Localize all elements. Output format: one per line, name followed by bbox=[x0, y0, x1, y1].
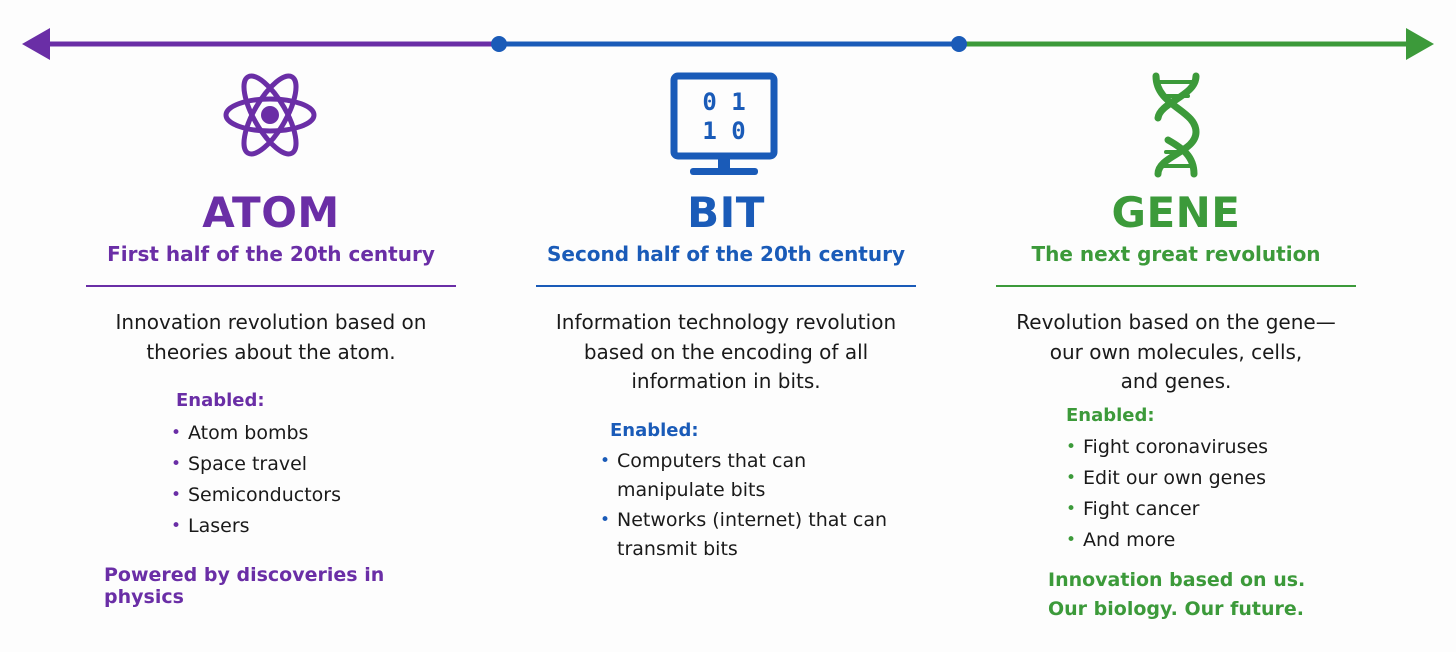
list-item-text: Edit our own genes bbox=[1083, 467, 1266, 489]
gene-enabled-list: • Fight coronaviruses • Edit our own genes… bbox=[1066, 432, 1268, 556]
bit-enabled-list: • Computers that can manipulate bits • Netw… bbox=[600, 447, 887, 563]
list-item-text: Computers that can bbox=[617, 450, 807, 472]
computer-monitor-icon: 0 1 1 0 bbox=[670, 72, 778, 175]
screen-text-line: 1 0 bbox=[702, 117, 745, 145]
list-item-text: And more bbox=[1083, 529, 1176, 551]
list-item-text: Lasers bbox=[188, 515, 250, 537]
list-item: • Networks (internet) that can transmit bi… bbox=[600, 506, 887, 563]
bullet-dot: • bbox=[1066, 468, 1077, 488]
list-item-text: Atom bombs bbox=[188, 422, 309, 444]
bit-subtitle: Second half of the 20th century bbox=[546, 242, 906, 266]
bullet-dot: • bbox=[1066, 499, 1077, 519]
list-item-text: manipulate bits bbox=[617, 478, 766, 501]
atom-description: Innovation revolution based on theories … bbox=[86, 308, 456, 367]
gene-tagline-line: Our biology. Our future. bbox=[1048, 598, 1305, 620]
list-item-text: transmit bits bbox=[617, 537, 738, 560]
list-item-text: Semiconductors bbox=[188, 484, 341, 506]
list-item: • Atom bombs bbox=[171, 418, 341, 449]
gene-divider bbox=[996, 285, 1356, 287]
bit-description: Information technology revolution based … bbox=[536, 308, 916, 397]
bit-description-line: based on the encoding of all bbox=[583, 339, 869, 364]
timeline-node-1 bbox=[491, 36, 507, 52]
list-item: • Fight coronaviruses bbox=[1066, 432, 1268, 463]
gene-title: GENE bbox=[1111, 188, 1241, 237]
bit-enabled-label: Enabled: bbox=[610, 420, 699, 441]
bit-description-line: Information technology revolution bbox=[555, 310, 897, 334]
bullet-dot: • bbox=[600, 451, 611, 471]
bullet-dot: • bbox=[1066, 530, 1077, 550]
bit-column: 0 1 1 0 BIT Second half of the 20th cent… bbox=[536, 0, 916, 652]
list-item: • And more bbox=[1066, 525, 1268, 556]
atom-title: ATOM bbox=[202, 188, 340, 237]
timeline-right-arrowhead bbox=[1406, 28, 1434, 60]
bullet-dot: • bbox=[600, 510, 611, 530]
bullet-dot: • bbox=[171, 485, 182, 505]
list-item-text: Networks (internet) that can bbox=[617, 509, 888, 531]
atom-enabled-label: Enabled: bbox=[176, 390, 265, 411]
list-item: • Computers that can manipulate bits bbox=[600, 447, 887, 504]
gene-description-line: our own molecules, cells, bbox=[1049, 339, 1303, 364]
list-item: • Semiconductors bbox=[171, 480, 341, 511]
atom-tagline: Powered by discoveries in physics bbox=[104, 564, 456, 608]
list-item: • Fight cancer bbox=[1066, 494, 1268, 525]
gene-description: Revolution based on the gene— our own mo… bbox=[996, 308, 1356, 397]
atom-description-line: theories about the atom. bbox=[146, 339, 396, 364]
gene-column: GENE The next great revolution Revolutio… bbox=[996, 0, 1356, 652]
gene-description-line: and genes. bbox=[1120, 369, 1232, 393]
atom-description-line: Innovation revolution based on bbox=[115, 310, 427, 334]
gene-enabled-label: Enabled: bbox=[1066, 405, 1155, 426]
list-item-text: Fight cancer bbox=[1083, 498, 1200, 520]
bit-title: BIT bbox=[687, 188, 765, 237]
timeline-node-2 bbox=[951, 36, 967, 52]
list-item-text: Fight coronaviruses bbox=[1083, 436, 1269, 458]
timeline-arrow bbox=[22, 28, 1434, 60]
list-item: • Space travel bbox=[171, 449, 341, 480]
gene-description-line: Revolution based on the gene— bbox=[1016, 310, 1336, 334]
gene-subtitle: The next great revolution bbox=[1031, 242, 1321, 266]
dna-helix-icon bbox=[1152, 72, 1200, 178]
gene-tagline-line: Innovation based on us. bbox=[1048, 569, 1306, 591]
bit-description-line: information in bits. bbox=[631, 369, 821, 393]
screen-text-line: 0 1 bbox=[702, 88, 745, 116]
timeline-left-arrowhead bbox=[22, 28, 50, 60]
gene-tagline: Innovation based on us. Our biology. Our… bbox=[1048, 566, 1305, 624]
list-item-text: Space travel bbox=[188, 453, 308, 475]
bullet-dot: • bbox=[171, 516, 182, 536]
atom-icon bbox=[223, 73, 317, 157]
bullet-dot: • bbox=[1066, 437, 1077, 457]
bullet-dot: • bbox=[171, 423, 182, 443]
atom-subtitle: First half of the 20th century bbox=[107, 242, 435, 266]
bit-divider bbox=[536, 285, 916, 287]
atom-column: ATOM First half of the 20th century Inno… bbox=[86, 0, 456, 652]
atom-enabled-list: • Atom bombs • Space travel • Semiconductor… bbox=[171, 418, 341, 542]
atom-divider bbox=[86, 285, 456, 287]
list-item: • Edit our own genes bbox=[1066, 463, 1268, 494]
list-item: • Lasers bbox=[171, 511, 341, 542]
atom-tagline-line: Powered by discoveries in physics bbox=[104, 564, 385, 608]
bullet-dot: • bbox=[171, 454, 182, 474]
